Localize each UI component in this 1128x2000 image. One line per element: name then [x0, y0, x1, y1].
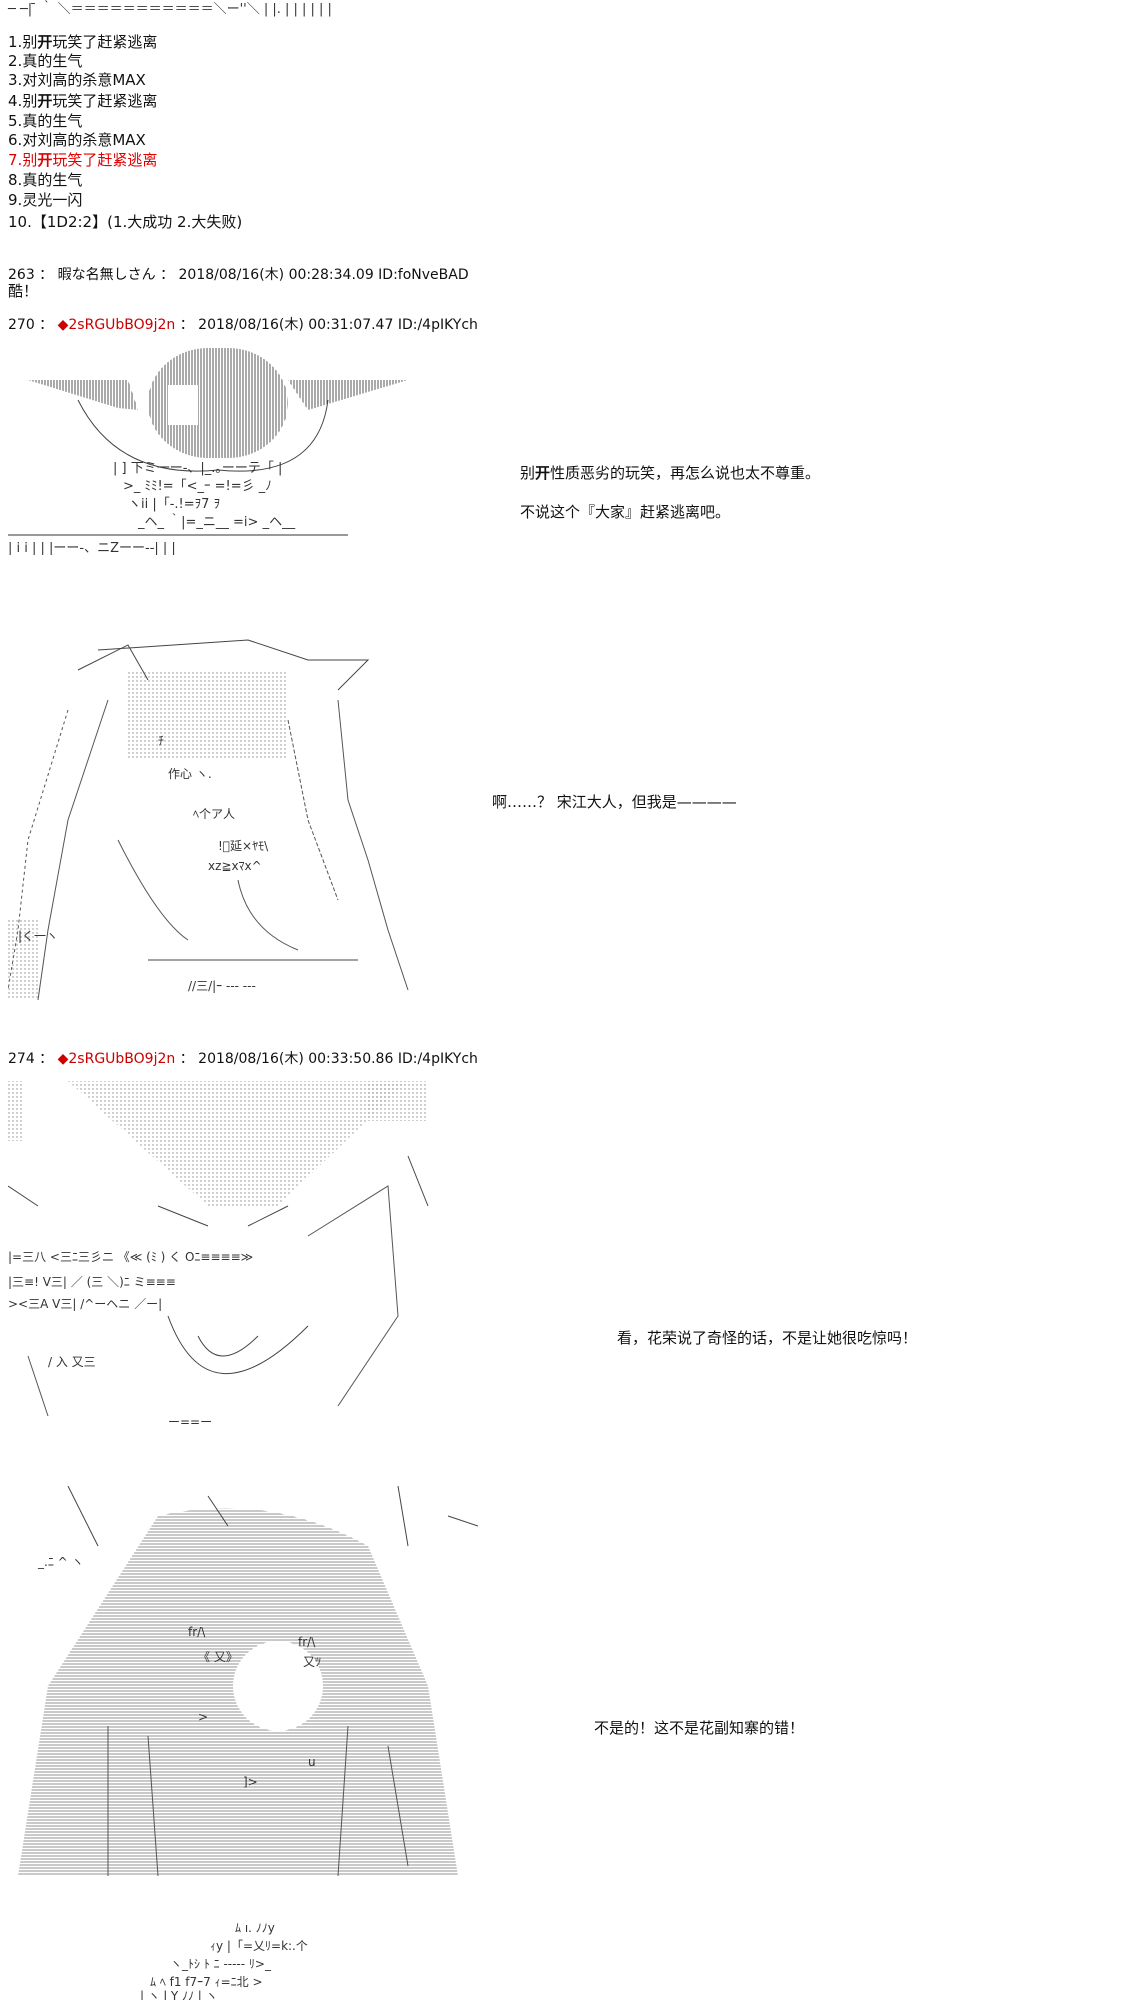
- aa-girl-1: ﾁ 作心 ヽ. ﾍ个ア人 !ﾞ延×ﾔﾓ\ xz≧xﾏx^ |く一ヽ //三/|ｰ…: [8, 600, 418, 1005]
- svg-text:u: u: [308, 1755, 316, 1769]
- svg-text:]>: ]>: [243, 1775, 258, 1789]
- post-274-header: 274 ： ◆2sRGUbBO9j2n ： 2018/08/16(木) 00:3…: [8, 1048, 478, 1068]
- dialogue-1b: 不说这个『大家』赶紧逃离吧。: [520, 503, 731, 521]
- svg-text:ﾍ个ア人: ﾍ个ア人: [193, 807, 235, 821]
- svg-text:《 又》: 《 又》: [198, 1650, 238, 1664]
- choice-item: 9.灵光一闪: [8, 191, 83, 209]
- post-meta: ： 2018/08/16(木) 00:31:07.47 ID:/4pIKYch: [175, 317, 478, 333]
- svg-text:| ] 下ミ一ー-、|_.｡ーーテ「 |: | ] 下ミ一ー-、|_.｡ーーテ「 |: [113, 461, 282, 476]
- svg-text:xz≧xﾏx^: xz≧xﾏx^: [208, 859, 262, 873]
- svg-text:ヽ_ﾄｼ ﾄ ﾆ ----- ﾘ>_: ヽ_ﾄｼ ﾄ ﾆ ----- ﾘ>_: [170, 1957, 272, 1971]
- post-number: 274 ：: [8, 1051, 58, 1067]
- choice-item: 2.真的生气: [8, 52, 83, 70]
- aa-girl-2: _.ﾆ ^ ヽ fr/\ fr/\ 《 又》 又ﾂ > ]> u: [8, 1486, 488, 1886]
- svg-text:|=三八 <三ﾆ三彡ニ 《≪ (ﾐ ) く Oﾆ≡≡: |=三八 <三ﾆ三彡ニ 《≪ (ﾐ ) く Oﾆ≡≡≡≡≫: [8, 1250, 253, 1264]
- svg-text:/ 入 又三: / 入 又三: [48, 1355, 96, 1369]
- svg-text:>_ ﾐﾐ!=「<_ｰ =!=彡 _ﾉ: >_ ﾐﾐ!=「<_ｰ =!=彡 _ﾉ: [123, 479, 272, 494]
- svg-text:>: >: [198, 1710, 208, 1724]
- top-ascii-fragment: ─ ─| ̄ ｀ ＼＝＝＝＝＝＝＝＝＝＝＝＼ー''＼ | |. | | | | …: [8, 2, 332, 17]
- post-263-body: 酷！: [8, 282, 39, 300]
- svg-text:ﾑ ﾍ f1 f7ｰ7 ｨ=ﾆ北 >: ﾑ ﾍ f1 f7ｰ7 ｨ=ﾆ北 >: [150, 1975, 263, 1989]
- svg-text:|三≡! V三| ／ (三 ＼)ﾆ ミ≡≡≡: |三≡! V三| ／ (三 ＼)ﾆ ミ≡≡≡: [8, 1275, 176, 1289]
- choice-item: 10.【1D2:2】(1.大成功 2.大失败): [8, 213, 243, 231]
- choice-item: 8.真的生气: [8, 171, 83, 189]
- svg-text:ー==ー: ー==ー: [168, 1415, 212, 1429]
- post-meta: ： 2018/08/16(木) 00:33:50.86 ID:/4pIKYch: [175, 1051, 478, 1067]
- choice-item: 7.别开玩笑了赶紧逃离: [8, 151, 158, 169]
- aa-bottom: ﾑ ı. ﾉﾉy ｨy |「=乂ﾘ=k:.个 ヽ_ﾄｼ ﾄ ﾆ ----- ﾘ>…: [110, 1918, 390, 2000]
- trip-code: ◆2sRGUbBO9j2n: [57, 1051, 176, 1067]
- choice-item: 3.对刘高的杀意MAX: [8, 71, 146, 89]
- aa-eye: | ] 下ミ一ー-、|_.｡ーーテ「 | >_ ﾐﾐ!=「<_ｰ =!=彡 _ﾉ…: [8, 340, 408, 555]
- svg-text:ﾑ ı. ﾉﾉy: ﾑ ı. ﾉﾉy: [235, 1921, 275, 1935]
- svg-text:又ﾂ: 又ﾂ: [303, 1655, 321, 1669]
- svg-text:| i i | | |ーー-、: | i i | | |ーー-、ニZーー--| | |: [8, 541, 176, 555]
- choice-item: 1.别开玩笑了赶紧逃离: [8, 33, 158, 51]
- dialogue-4: 不是的！这不是花副知寨的错！: [594, 1719, 805, 1737]
- svg-text:|く一ヽ: |く一ヽ: [18, 929, 58, 943]
- trip-code: ◆2sRGUbBO9j2n: [57, 317, 176, 333]
- post-270-header: 270 ： ◆2sRGUbBO9j2n ： 2018/08/16(木) 00:3…: [8, 314, 478, 334]
- svg-text:ヽii |「-.!=ｦ7 ｦ: ヽii |「-.!=ｦ7 ｦ: [128, 497, 220, 512]
- svg-text://三/|ｰ --- ---: //三/|ｰ --- ---: [188, 979, 256, 993]
- svg-text:><三A V三| /^ーヘニ ／ー|: ><三A V三| /^ーヘニ ／ー|: [8, 1297, 162, 1311]
- choice-item: 5.真的生气: [8, 112, 83, 130]
- svg-text:_ヘ_ ｀|=_ニ__ =i> _ヘ__: _ヘ_ ｀|=_ニ__ =i> _ヘ__: [137, 513, 296, 530]
- svg-text:| ヽ l Y ﾉﾉ | ヽ: | ヽ l Y ﾉﾉ | ヽ: [140, 1989, 218, 2000]
- svg-text:作心 ヽ.: 作心 ヽ.: [168, 767, 212, 781]
- dialogue-1a: 别开性质恶劣的玩笑，再怎么说也太不尊重。: [520, 464, 821, 482]
- choice-item: 6.对刘高的杀意MAX: [8, 131, 146, 149]
- svg-text:ﾁ: ﾁ: [158, 734, 164, 748]
- post-number: 270 ：: [8, 317, 58, 333]
- svg-text:fr/\: fr/\: [188, 1625, 206, 1639]
- svg-text:ｨy |「=乂ﾘ=k:.个: ｨy |「=乂ﾘ=k:.个: [210, 1939, 308, 1953]
- dialogue-2: 啊……？ 宋江大人，但我是————: [492, 793, 737, 811]
- post-263-header: 263 ： 暇な名無しさん ： 2018/08/16(木) 00:28:34.0…: [8, 267, 469, 283]
- svg-text:fr/\: fr/\: [298, 1635, 316, 1649]
- svg-text:_.ﾆ ^ ヽ: _.ﾆ ^ ヽ: [37, 1555, 84, 1569]
- aa-face-closeup: |=三八 <三ﾆ三彡ニ 《≪ (ﾐ ) く Oﾆ≡≡≡≡≫ |三≡! V三| ／…: [8, 1076, 438, 1441]
- dialogue-3: 看，花荣说了奇怪的话，不是让她很吃惊吗！: [617, 1329, 918, 1347]
- svg-text:!ﾞ延×ﾔﾓ\: !ﾞ延×ﾔﾓ\: [218, 839, 269, 853]
- choice-item: 4.别开玩笑了赶紧逃离: [8, 92, 158, 110]
